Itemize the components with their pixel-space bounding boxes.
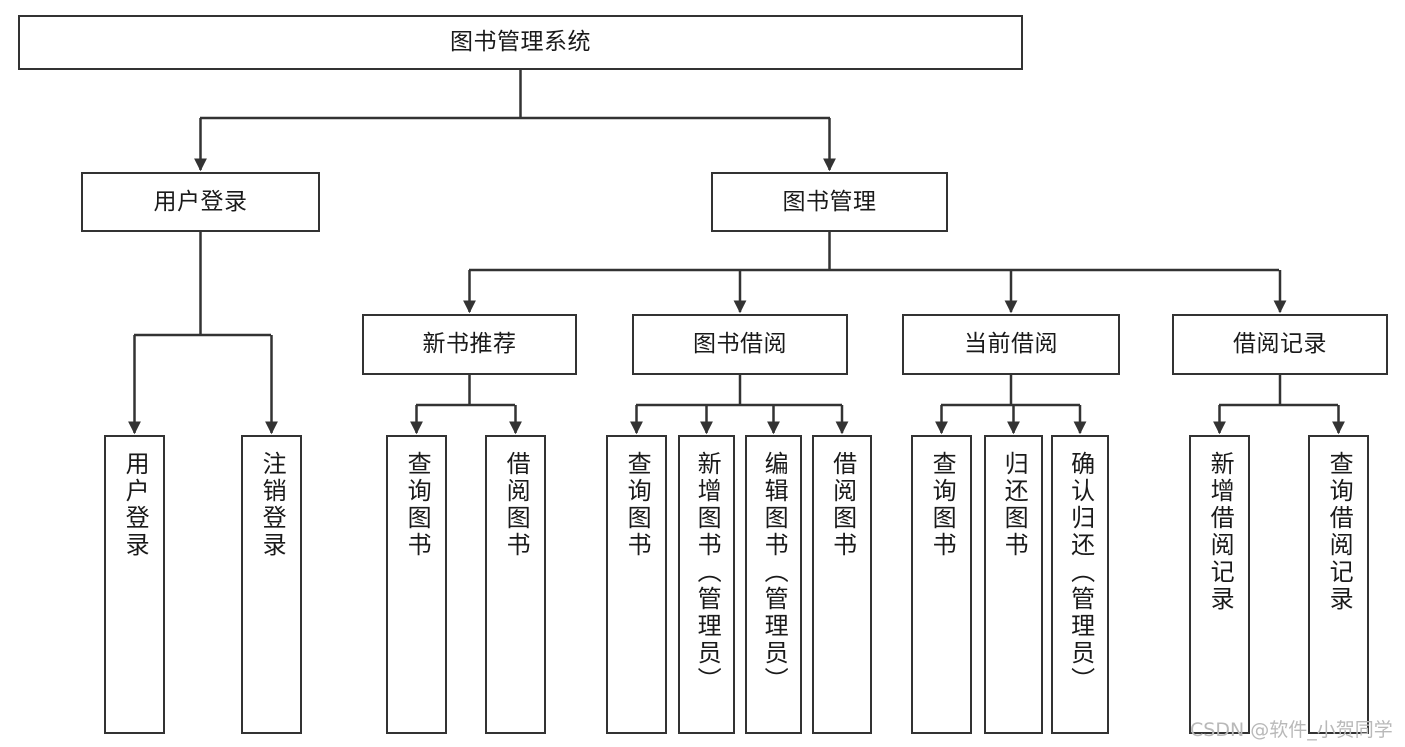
node-leaf-borrow-book-label: 借阅图书 — [828, 451, 857, 559]
node-new-book-recommend[interactable]: 新书推荐 — [362, 314, 577, 375]
node-user-login[interactable]: 用户登录 — [81, 172, 320, 232]
node-leaf-query-record[interactable]: 查询借阅记录 — [1308, 435, 1369, 734]
node-leaf-query-book-rec[interactable]: 查询图书 — [386, 435, 447, 734]
node-leaf-return-book[interactable]: 归还图书 — [984, 435, 1043, 734]
node-book-borrow[interactable]: 图书借阅 — [632, 314, 848, 375]
node-leaf-query-book-bor[interactable]: 查询图书 — [606, 435, 667, 734]
csdn-watermark: CSDN @软件_小贺同学 — [1190, 719, 1393, 741]
node-root[interactable]: 图书管理系统 — [18, 15, 1023, 70]
node-leaf-add-book-label: 新增图书（管理员） — [693, 451, 722, 694]
node-leaf-edit-book-label: 编辑图书（管理员） — [760, 451, 789, 694]
node-leaf-confirm-return-label: 确认归还（管理员） — [1066, 451, 1095, 694]
node-leaf-user-logout-label: 注销登录 — [258, 451, 287, 559]
node-current-borrow-label: 当前借阅 — [964, 331, 1058, 358]
node-leaf-query-record-label: 查询借阅记录 — [1325, 451, 1354, 613]
node-user-login-label: 用户登录 — [153, 188, 248, 215]
node-leaf-query-book-cur[interactable]: 查询图书 — [911, 435, 972, 734]
node-borrow-record[interactable]: 借阅记录 — [1172, 314, 1388, 375]
node-root-label: 图书管理系统 — [450, 29, 591, 56]
node-leaf-user-login[interactable]: 用户登录 — [104, 435, 165, 734]
node-book-manage-label: 图书管理 — [782, 188, 877, 215]
node-leaf-borrow-book-rec[interactable]: 借阅图书 — [485, 435, 546, 734]
node-leaf-user-logout[interactable]: 注销登录 — [241, 435, 302, 734]
node-leaf-borrow-book[interactable]: 借阅图书 — [812, 435, 872, 734]
node-book-borrow-label: 图书借阅 — [693, 331, 787, 358]
node-leaf-return-book-label: 归还图书 — [1000, 451, 1029, 559]
node-leaf-user-login-label: 用户登录 — [121, 451, 150, 559]
node-leaf-query-book-bor-label: 查询图书 — [623, 451, 652, 559]
edge-paths — [128, 70, 1345, 435]
node-leaf-add-record-label: 新增借阅记录 — [1206, 451, 1235, 613]
node-leaf-add-book[interactable]: 新增图书（管理员） — [678, 435, 735, 734]
node-leaf-query-book-rec-label: 查询图书 — [403, 451, 432, 559]
node-leaf-add-record[interactable]: 新增借阅记录 — [1189, 435, 1250, 734]
node-leaf-borrow-book-rec-label: 借阅图书 — [502, 451, 531, 559]
node-leaf-query-book-cur-label: 查询图书 — [928, 451, 957, 559]
node-new-book-recommend-label: 新书推荐 — [422, 331, 517, 358]
node-leaf-edit-book[interactable]: 编辑图书（管理员） — [745, 435, 802, 734]
node-leaf-confirm-return[interactable]: 确认归还（管理员） — [1051, 435, 1109, 734]
node-current-borrow[interactable]: 当前借阅 — [902, 314, 1120, 375]
node-borrow-record-label: 借阅记录 — [1233, 331, 1327, 358]
node-book-manage[interactable]: 图书管理 — [711, 172, 948, 232]
